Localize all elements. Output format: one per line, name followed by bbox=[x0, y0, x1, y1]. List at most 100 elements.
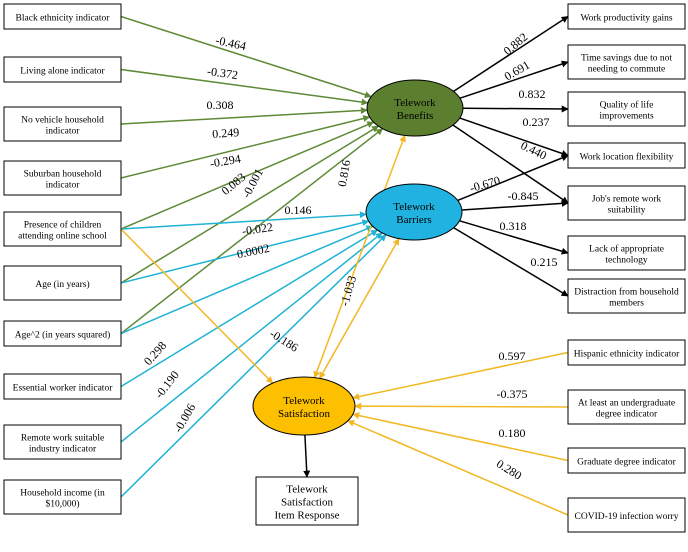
indicator-work-location-flexibility-frame bbox=[567, 142, 686, 169]
var-living-alone-indicator-line-1: Living alone indicator bbox=[20, 66, 105, 76]
var-age-in-years-frame bbox=[3, 265, 122, 301]
edge-r-to-r6 bbox=[459, 220, 569, 255]
edge-b-to-r1 bbox=[453, 15, 569, 92]
var-age-2-in-years-squared: Age^2 (in years squared) bbox=[3, 320, 122, 347]
outcome-telework-satisfaction-item-response-frame bbox=[255, 476, 359, 526]
indicator-quality-of-life-improvements-frame bbox=[567, 91, 686, 127]
var-age-2-in-years-squared-frame bbox=[3, 320, 122, 347]
var-household-income-in-10-000-line-1: Household income (in bbox=[20, 487, 105, 498]
var-age-2-in-years-squared-line-1: Age^2 (in years squared) bbox=[15, 329, 110, 340]
coef-s3-s: 0.180 bbox=[499, 426, 526, 440]
var-hispanic-ethnicity-indicator-frame bbox=[567, 339, 686, 366]
indicator-work-location-flexibility: Work location flexibility bbox=[567, 142, 686, 169]
latent-telework-satisfaction-line-1: Telework bbox=[283, 395, 325, 407]
indicator-job-s-remote-work-suitability-frame bbox=[567, 185, 686, 221]
var-at-least-an-undergraduate-degree-indicator-line-1: At least an undergraduate bbox=[578, 398, 675, 408]
indicator-work-productivity-gains: Work productivity gains bbox=[567, 3, 686, 30]
coef-l10-r: -0.006 bbox=[171, 401, 199, 435]
latent-telework-benefits-ellipse bbox=[366, 79, 464, 137]
edge-l6-to-b bbox=[120, 125, 380, 284]
edge-b-to-r5 bbox=[452, 124, 569, 204]
outcome-telework-satisfaction-item-response-line-2: Satisfaction bbox=[281, 497, 333, 509]
indicator-distraction-from-household-members-frame bbox=[567, 278, 686, 314]
edge-r-to-r4 bbox=[457, 154, 569, 202]
edge-r-to-r5 bbox=[461, 199, 569, 211]
var-graduate-degree-indicator: Graduate degree indicator bbox=[567, 447, 686, 474]
edge-s-to-r bbox=[318, 237, 400, 380]
latent-telework-barriers-line-1: Telework bbox=[393, 201, 435, 213]
var-essential-worker-indicator-frame bbox=[3, 373, 122, 400]
var-covid-19-infection-worry-frame bbox=[567, 497, 686, 533]
coef-r-r4: -0.670 bbox=[468, 173, 502, 195]
var-graduate-degree-indicator-frame bbox=[567, 447, 686, 474]
var-presence-of-children-attending-online-school-line-2: attending online school bbox=[18, 231, 107, 241]
indicator-quality-of-life-improvements-line-1: Quality of life bbox=[600, 99, 654, 110]
var-covid-19-infection-worry: COVID-19 infection worry bbox=[567, 497, 686, 533]
var-at-least-an-undergraduate-degree-indicator-line-2: degree indicator bbox=[596, 409, 658, 419]
latent-telework-benefits-line-2: Benefits bbox=[397, 110, 434, 122]
edge-l2-to-b bbox=[120, 68, 369, 106]
coef-l4-b: 0.249 bbox=[212, 125, 240, 141]
indicator-time-savings-due-to-not-needing-to-commute-line-1: Time savings due to not bbox=[581, 53, 672, 63]
edge-b-to-r4 bbox=[459, 117, 569, 157]
indicator-job-s-remote-work-suitability-line-2: suitability bbox=[608, 205, 646, 215]
indicator-time-savings-due-to-not-needing-to-commute-frame bbox=[567, 44, 686, 80]
coef-l2-b: -0.372 bbox=[206, 64, 239, 82]
edge-l1-to-b bbox=[120, 15, 372, 99]
coef-l8-r: 0.298 bbox=[141, 339, 169, 368]
coef-s-b: 0.816 bbox=[335, 159, 353, 188]
var-graduate-degree-indicator-line-1: Graduate degree indicator bbox=[577, 457, 676, 467]
coef-s2-s: -0.375 bbox=[497, 387, 528, 401]
coef-r-r6: 0.318 bbox=[500, 219, 527, 233]
var-living-alone-indicator: Living alone indicator bbox=[3, 56, 122, 83]
edge-b-to-r3 bbox=[462, 105, 569, 113]
indicator-lack-of-appropriate-technology-line-1: Lack of appropriate bbox=[589, 243, 664, 254]
var-remote-work-suitable-industry-indicator-line-1: Remote work suitable bbox=[21, 433, 104, 443]
coef-s4-s: 0.280 bbox=[494, 457, 524, 483]
coef-b-r4: 0.237 bbox=[523, 115, 550, 129]
indicator-time-savings-due-to-not-needing-to-commute-line-2: needing to commute bbox=[588, 64, 666, 74]
edge-l3-to-b bbox=[120, 107, 368, 125]
indicator-work-productivity-gains-frame bbox=[567, 3, 686, 30]
edge-s-to-t bbox=[303, 434, 311, 478]
edge-s1-to-s bbox=[352, 351, 569, 401]
var-at-least-an-undergraduate-degree-indicator-frame bbox=[567, 389, 686, 425]
indicator-lack-of-appropriate-technology-line-2: technology bbox=[605, 255, 647, 265]
coef-l5-b: -0.294 bbox=[209, 151, 242, 170]
var-age-in-years: Age (in years) bbox=[3, 265, 122, 301]
coef-l5-r: 0.146 bbox=[285, 203, 312, 217]
coef-r-r7: 0.215 bbox=[531, 255, 558, 269]
var-no-vehicle-household-indicator-line-1: No vehicle household bbox=[21, 115, 104, 125]
coef-r-r5: -0.845 bbox=[508, 189, 539, 203]
var-age-in-years-line-1: Age (in years) bbox=[35, 279, 89, 290]
outcome-telework-satisfaction-item-response-line-3: Item Response bbox=[274, 510, 339, 522]
var-suburban-household-indicator-line-2: indicator bbox=[46, 180, 81, 190]
edge-l4-to-b bbox=[120, 115, 371, 179]
latent-constructs: TeleworkBenefitsTeleworkBarriersTelework… bbox=[252, 79, 464, 436]
var-essential-worker-indicator-line-1: Essential worker indicator bbox=[13, 383, 114, 393]
latent-telework-barriers-ellipse bbox=[365, 183, 463, 241]
edge-l5-to-s bbox=[120, 228, 274, 384]
var-no-vehicle-household-indicator-line-2: indicator bbox=[46, 126, 81, 136]
var-remote-work-suitable-industry-indicator-line-2: industry indicator bbox=[29, 444, 97, 454]
coef-b-r1: 0.882 bbox=[501, 30, 531, 58]
latent-telework-benefits-line-1: Telework bbox=[394, 97, 436, 109]
var-household-income-in-10-000-line-2: $10,000) bbox=[45, 498, 79, 509]
var-presence-of-children-attending-online-school-line-1: Presence of children bbox=[24, 219, 102, 230]
var-living-alone-indicator-frame bbox=[3, 56, 122, 83]
